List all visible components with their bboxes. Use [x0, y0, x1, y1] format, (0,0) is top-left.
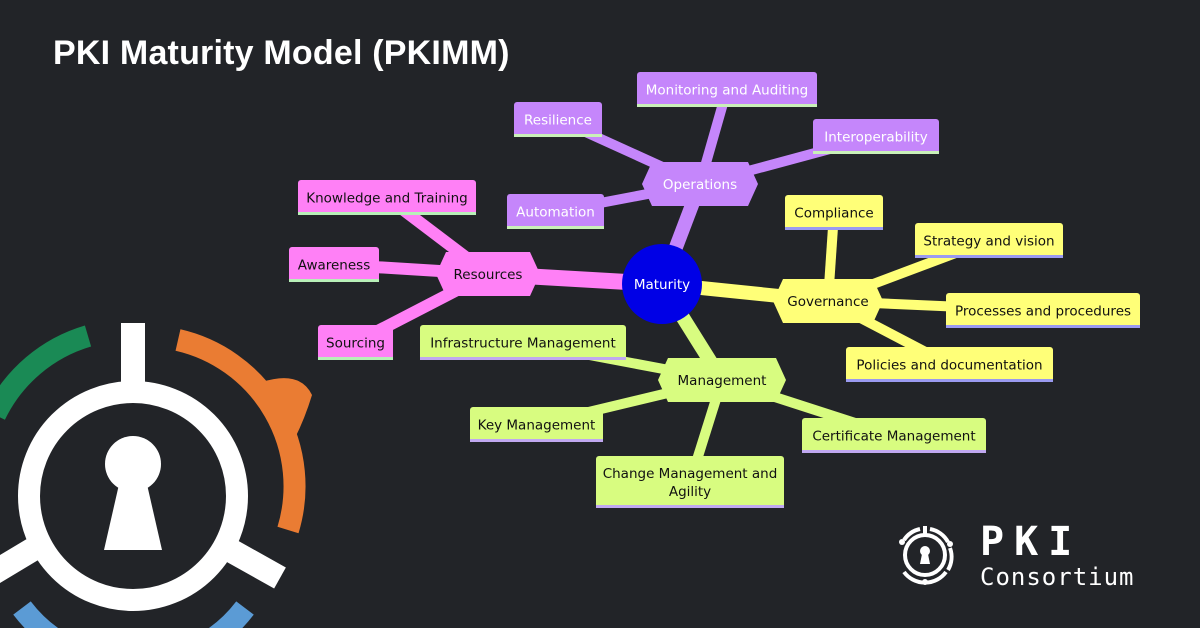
branch-node-resources[interactable]: Resources — [436, 252, 540, 296]
leaf-label: Compliance — [794, 206, 873, 222]
pki-consortium-logo-icon — [899, 526, 954, 585]
brand-line2: Consortium — [980, 563, 1135, 591]
logo-orange-notch — [262, 378, 312, 438]
logo-spoke-right — [224, 539, 286, 589]
leaf-node-sourcing[interactable]: Sourcing — [318, 325, 393, 360]
leaf-label: Interoperability — [824, 130, 927, 146]
leaf-node-processes-and-procedures[interactable]: Processes and procedures — [946, 293, 1140, 328]
leaf-label: Sourcing — [326, 336, 385, 352]
leaf-node-certificate-management[interactable]: Certificate Management — [802, 418, 986, 453]
logo-ring — [18, 381, 248, 611]
leaf-node-automation[interactable]: Automation — [507, 194, 604, 229]
leaf-node-key-management[interactable]: Key Management — [470, 407, 603, 442]
pki-logo-large-icon — [0, 323, 312, 628]
leaf-node-monitoring-and-auditing[interactable]: Monitoring and Auditing — [637, 72, 817, 107]
leaf-node-knowledge-and-training[interactable]: Knowledge and Training — [298, 180, 476, 215]
branch-label: Resources — [454, 267, 523, 283]
leaf-node-infrastructure-management[interactable]: Infrastructure Management — [420, 325, 626, 360]
leaf-label: Policies and documentation — [856, 358, 1042, 374]
leaf-node-compliance[interactable]: Compliance — [785, 195, 883, 230]
keyhole-top — [105, 436, 161, 492]
leaf-label: Knowledge and Training — [306, 191, 467, 207]
branch-node-governance[interactable]: Governance — [773, 279, 883, 323]
logo-orange-arc — [175, 329, 306, 534]
leaf-label: Certificate Management — [812, 429, 975, 445]
logo-spoke-left — [0, 537, 42, 583]
logo-green-arc — [0, 325, 92, 420]
branch-node-operations[interactable]: Operations — [642, 162, 758, 206]
leaf-node-policies-and-documentation[interactable]: Policies and documentation — [846, 347, 1053, 382]
branch-label: Operations — [663, 177, 737, 193]
leaf-label: Processes and procedures — [955, 304, 1131, 320]
brand-wordmark: PKI Consortium — [980, 522, 1135, 592]
branch-node-management[interactable]: Management — [658, 358, 786, 402]
leaf-label: Infrastructure Management — [430, 336, 616, 352]
leaf-node-strategy-and-vision[interactable]: Strategy and vision — [915, 223, 1063, 258]
leaf-label: Monitoring and Auditing — [646, 83, 808, 99]
leaf-label: Automation — [516, 205, 595, 221]
branch-label: Management — [678, 373, 767, 389]
branch-label: Governance — [787, 294, 868, 310]
leaf-label: Key Management — [478, 418, 596, 434]
root-label: Maturity — [634, 277, 690, 293]
brand-line1: PKI — [980, 519, 1083, 565]
logo-spoke-top — [121, 323, 145, 383]
keyhole-body — [104, 480, 162, 550]
page-title: PKI Maturity Model (PKIMM) — [53, 34, 510, 72]
leaf-node-resilience[interactable]: Resilience — [514, 102, 602, 137]
leaf-node-awareness[interactable]: Awareness — [289, 247, 379, 282]
leaf-label: Resilience — [524, 113, 592, 129]
leaf-label: Awareness — [298, 258, 371, 274]
root-node[interactable]: Maturity — [622, 244, 702, 324]
leaf-label: Strategy and vision — [923, 234, 1054, 250]
leaf-node-interoperability[interactable]: Interoperability — [813, 119, 939, 154]
mindmap-nodes: Resilience Monitoring and AuditingInterop… — [289, 72, 1140, 508]
